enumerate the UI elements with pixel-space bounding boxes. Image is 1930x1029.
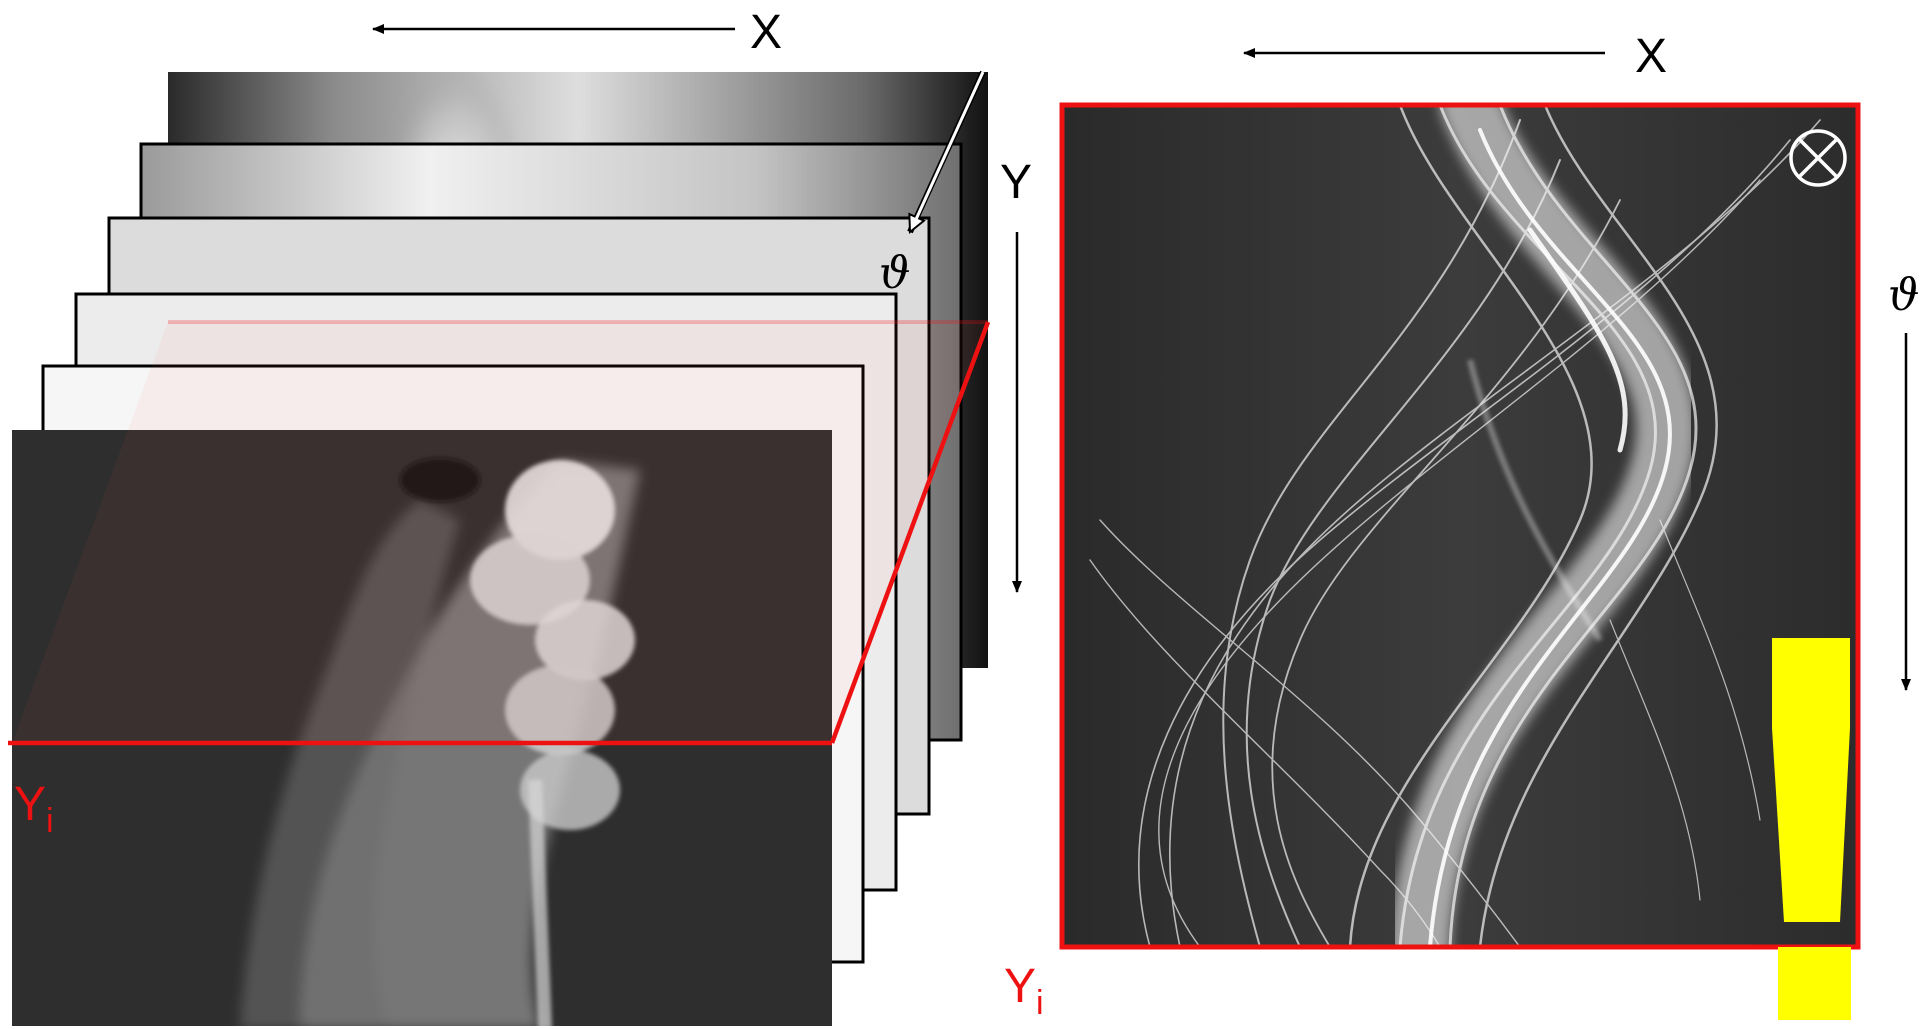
sino-theta-label: ϑ <box>1888 270 1919 321</box>
sinogram-panel: X ϑ Yi <box>1004 30 1919 1022</box>
projection-stack: X Y ϑ Yi <box>8 6 1032 1029</box>
sino-x-label: X <box>1635 30 1667 83</box>
stack-x-label: X <box>750 6 782 59</box>
stack-theta-label: ϑ <box>879 248 910 299</box>
slice-plane <box>12 322 988 743</box>
stack-y-label: Y <box>1000 156 1032 209</box>
exclamation-icon <box>1772 638 1851 1020</box>
sino-slice-label: Yi <box>1004 960 1044 1022</box>
